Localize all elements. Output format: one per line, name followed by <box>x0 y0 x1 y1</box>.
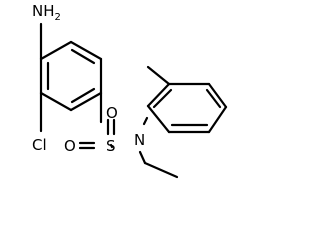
ring-bond <box>69 40 103 61</box>
chlorine-label: Cl <box>32 136 47 154</box>
nitrogen-label: N <box>134 131 145 149</box>
right-benzene-ring <box>146 82 228 134</box>
molecule-structure: NH2 Cl S O O N <box>32 2 228 179</box>
ring-double-bond <box>152 88 173 109</box>
ring-bond <box>69 91 103 112</box>
sulfur-label: S <box>106 137 116 155</box>
ring-double-bond <box>70 48 96 65</box>
ring-double-bond <box>70 87 96 104</box>
sulfur-nitrogen-bond <box>109 143 114 149</box>
oxygen-lower-label: O <box>64 137 76 155</box>
ring-bond <box>39 91 73 112</box>
left-benzene-ring <box>39 40 103 112</box>
ring-bond <box>207 105 228 134</box>
ethyl-bond <box>143 161 179 179</box>
amine-label: NH2 <box>32 2 61 23</box>
methyl-bond <box>146 65 171 86</box>
ring-double-bond <box>205 88 222 109</box>
ring-bond <box>146 82 171 108</box>
nitrogen-aryl-bond <box>142 116 149 126</box>
structure-canvas: NH2 Cl S O O N <box>32 2 228 179</box>
ring-bond <box>207 82 228 109</box>
oxygen-upper-label: O <box>106 104 118 122</box>
ring-bond <box>146 104 171 134</box>
nitrogen-ethyl-bond <box>138 150 147 165</box>
ring-bond <box>39 40 73 61</box>
